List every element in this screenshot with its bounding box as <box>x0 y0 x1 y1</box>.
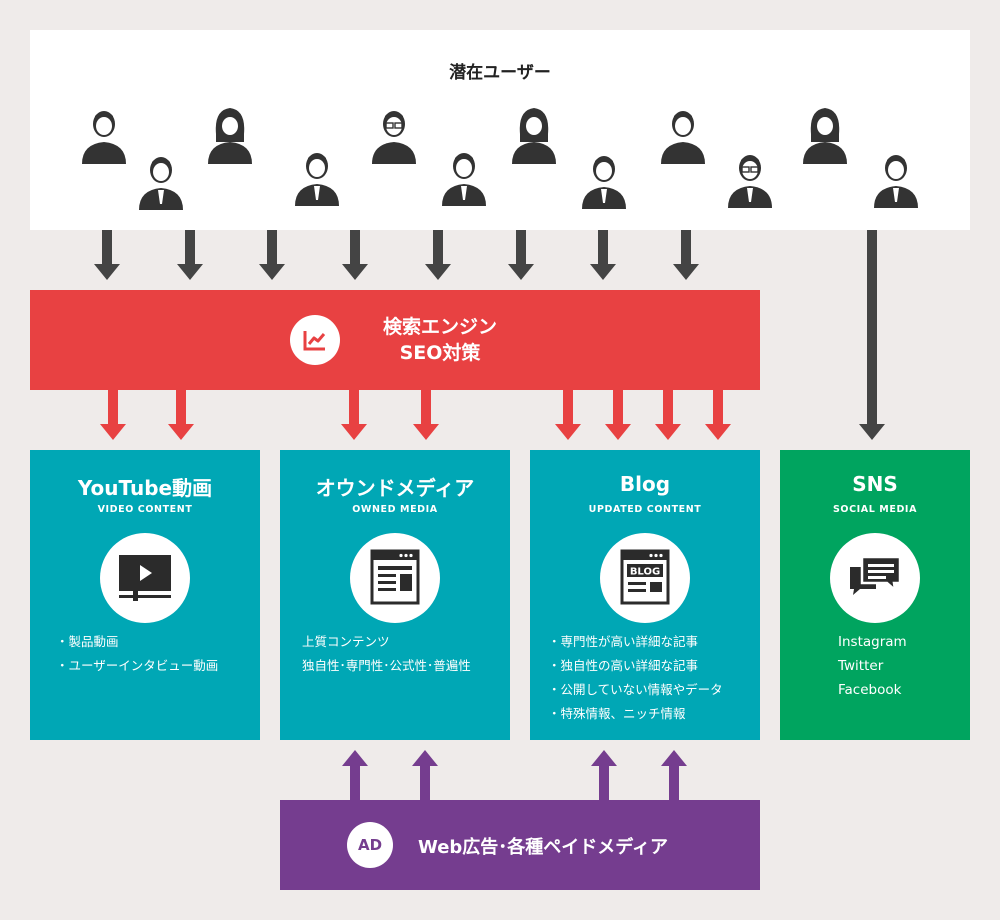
person-icon <box>82 111 126 164</box>
purple-arrow-up <box>412 750 438 800</box>
blog-card: Blog UPDATED CONTENT BLOG ・専門性が高い詳細な記事 ・… <box>530 450 760 740</box>
red-arrow-down <box>605 390 631 440</box>
web-page-icon <box>350 533 440 623</box>
potential-users-panel: 潜在ユーザー <box>30 30 970 230</box>
gray-arrow-down <box>859 230 885 440</box>
person-icon <box>803 108 847 164</box>
seo-title-line1: 検索エンジン <box>382 316 497 338</box>
person-icon <box>728 155 772 208</box>
seo-title-line2: SEO対策 <box>399 342 481 364</box>
person-icon <box>208 108 252 164</box>
gray-arrow-down <box>425 230 451 280</box>
list-item: 独自性･専門性･公式性･普遍性 <box>302 658 471 673</box>
card-list: ・製品動画 ・ユーザーインタビュー動画 <box>30 630 286 678</box>
purple-arrow-up <box>661 750 687 800</box>
trending-chart-icon <box>290 315 340 365</box>
owned-media-card: オウンドメディア OWNED MEDIA 上質コンテンツ 独自性･専門性･公式性… <box>280 450 510 740</box>
red-arrow-down <box>341 390 367 440</box>
gray-arrow-down <box>673 230 699 280</box>
ad-bar: AD Web広告･各種ペイドメディア <box>280 800 760 890</box>
ad-label: Web広告･各種ペイドメディア <box>418 837 669 858</box>
gray-arrow-down <box>508 230 534 280</box>
person-icon <box>512 108 556 164</box>
card-list: 上質コンテンツ 独自性･専門性･公式性･普遍性 <box>280 630 532 678</box>
red-arrow-down <box>655 390 681 440</box>
gray-arrow-down <box>177 230 203 280</box>
purple-arrow-up <box>342 750 368 800</box>
card-title: YouTube動画 <box>77 476 213 500</box>
card-title: オウンドメディア <box>315 476 475 500</box>
card-subtitle: VIDEO CONTENT <box>97 504 193 515</box>
gray-arrow-down <box>94 230 120 280</box>
card-subtitle: OWNED MEDIA <box>352 504 438 515</box>
card-list: Instagram Twitter Facebook <box>780 630 1000 702</box>
card-title: Blog <box>619 472 671 496</box>
card-title: SNS <box>852 472 898 496</box>
red-arrow-down <box>100 390 126 440</box>
users-title: 潜在ユーザー <box>449 63 551 83</box>
chat-bubbles-icon <box>830 533 920 623</box>
person-icon <box>874 155 918 208</box>
list-item: ・特殊情報、ニッチ情報 <box>548 706 686 721</box>
list-item: 上質コンテンツ <box>302 634 390 649</box>
blog-page-icon: BLOG <box>600 533 690 623</box>
card-subtitle: SOCIAL MEDIA <box>832 504 918 515</box>
card-list: ・専門性が高い詳細な記事 ・独自性の高い詳細な記事 ・公開していない情報やデータ… <box>530 630 778 726</box>
list-item: ・ユーザーインタビュー動画 <box>56 658 219 673</box>
person-icon <box>295 153 339 206</box>
list-item: Facebook <box>838 682 902 698</box>
video-player-icon <box>100 533 190 623</box>
card-subtitle: UPDATED CONTENT <box>588 504 702 515</box>
gray-arrow-down <box>342 230 368 280</box>
person-icon <box>442 153 486 206</box>
red-arrow-down <box>168 390 194 440</box>
list-item: ・公開していない情報やデータ <box>548 682 723 697</box>
red-arrow-down <box>555 390 581 440</box>
ad-badge: AD <box>347 822 393 868</box>
list-item: ・専門性が高い詳細な記事 <box>548 634 699 649</box>
red-arrow-down <box>413 390 439 440</box>
seo-title: 検索エンジン SEO対策 <box>350 314 530 366</box>
person-icon <box>582 156 626 209</box>
user-icons-group <box>82 108 918 210</box>
list-item: Instagram <box>838 634 907 650</box>
sns-card: SNS SOCIAL MEDIA Instagram Twitter Faceb… <box>780 450 970 740</box>
svg-text:BLOG: BLOG <box>630 567 660 578</box>
list-item: Twitter <box>838 658 884 674</box>
list-item: ・製品動画 <box>56 634 119 649</box>
person-icon <box>372 111 416 164</box>
red-arrow-down <box>705 390 731 440</box>
gray-arrow-down <box>259 230 285 280</box>
youtube-card: YouTube動画 VIDEO CONTENT ・製品動画 ・ユーザーインタビュ… <box>30 450 260 740</box>
purple-arrow-up <box>591 750 617 800</box>
gray-arrow-down <box>590 230 616 280</box>
list-item: ・独自性の高い詳細な記事 <box>548 658 699 673</box>
person-icon <box>139 157 183 210</box>
seo-bar: 検索エンジン SEO対策 <box>30 290 760 390</box>
person-icon <box>661 111 705 164</box>
